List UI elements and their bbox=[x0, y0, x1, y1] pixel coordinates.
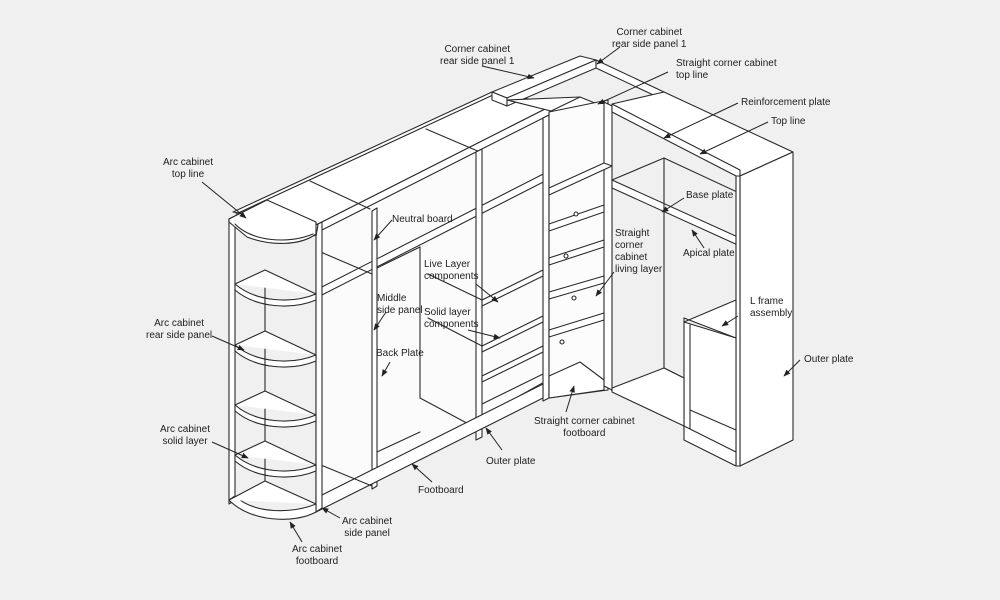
label-reinforcement-plate: Reinforcement plate bbox=[741, 97, 831, 109]
label-line: L frame bbox=[750, 296, 784, 307]
label-arc-solid-layer: Arc cabinet solid layer bbox=[160, 424, 210, 448]
arrow-apical-plate bbox=[691, 229, 705, 249]
label-line: components bbox=[424, 319, 479, 330]
arrow-corner-rear-left bbox=[481, 65, 535, 80]
label-line: solid layer bbox=[162, 436, 208, 447]
label-middle-side-panel: Middle side panel bbox=[377, 293, 423, 317]
label-line: Middle bbox=[377, 293, 407, 304]
label-line: Neutral board bbox=[392, 214, 453, 225]
arrow-top-line bbox=[699, 121, 769, 155]
label-arc-top-line: Arc cabinet top line bbox=[163, 157, 213, 181]
label-line: components bbox=[424, 271, 479, 282]
label-straight-corner-footboard: Straight corner cabinet footboard bbox=[534, 416, 635, 440]
label-line: top line bbox=[171, 169, 205, 180]
label-arc-footboard: Arc cabinet footboard bbox=[292, 544, 342, 568]
label-line: living layer bbox=[615, 264, 663, 275]
label-line: Live Layer bbox=[424, 259, 471, 270]
label-line: Arc cabinet bbox=[163, 157, 214, 168]
arrow-arc-side-panel bbox=[321, 507, 341, 519]
label-base-plate: Base plate bbox=[686, 190, 733, 202]
arrow-footboard bbox=[411, 463, 433, 483]
label-line: Straight corner cabinet bbox=[676, 58, 777, 69]
label-apical-plate: Apical plate bbox=[683, 248, 735, 260]
arrow-base-plate bbox=[661, 197, 685, 213]
label-line: Corner cabinet bbox=[616, 27, 683, 38]
label-line: rear side panel 1 bbox=[612, 39, 687, 50]
label-back-plate: Back Plate bbox=[376, 348, 424, 360]
label-arc-side-panel: Arc cabinet side panel bbox=[342, 516, 392, 540]
label-line: Apical plate bbox=[683, 248, 735, 259]
label-line: Back Plate bbox=[376, 348, 424, 359]
arrow-solid-layer bbox=[467, 329, 501, 340]
label-line: Base plate bbox=[686, 190, 734, 201]
label-straight-corner-living-layer: Straight corner cabinet living layer bbox=[615, 228, 662, 276]
label-line: Straight bbox=[615, 228, 650, 239]
arrow-neutral-board bbox=[373, 219, 393, 241]
label-corner-rear-right: Corner cabinet rear side panel 1 bbox=[612, 27, 687, 51]
label-l-frame: L frame assembly bbox=[750, 296, 792, 320]
label-line: corner bbox=[615, 240, 644, 251]
label-line: Outer plate bbox=[804, 354, 854, 365]
wardrobe-drawing bbox=[228, 55, 794, 520]
arrow-live-layer bbox=[475, 283, 499, 303]
arrow-straight-corner-top-line bbox=[597, 71, 669, 105]
label-line: Top line bbox=[771, 116, 806, 127]
label-line: Footboard bbox=[418, 485, 464, 496]
label-line: Arc cabinet bbox=[154, 318, 205, 329]
arrow-reinforcement-plate bbox=[663, 102, 739, 139]
label-line: top line bbox=[676, 70, 709, 81]
label-line: Solid layer bbox=[424, 307, 471, 318]
arrow-corner-rear-right bbox=[596, 46, 621, 65]
label-line: side panel bbox=[344, 528, 390, 539]
arrow-arc-rear-side-panel bbox=[211, 335, 245, 351]
label-line: cabinet bbox=[615, 252, 648, 263]
label-corner-rear-left: Corner cabinet rear side panel 1 bbox=[440, 44, 515, 68]
label-live-layer: Live Layer components bbox=[424, 259, 478, 283]
arrow-arc-top-line bbox=[201, 181, 247, 219]
arc-cabinet bbox=[228, 199, 319, 520]
label-line: footboard bbox=[295, 556, 339, 567]
label-solid-layer: Solid layer components bbox=[424, 307, 478, 331]
label-footboard: Footboard bbox=[418, 485, 464, 497]
label-line: Outer plate bbox=[486, 456, 536, 467]
label-line: Arc cabinet bbox=[342, 516, 393, 527]
arrow-arc-solid-layer bbox=[211, 441, 249, 459]
arrow-arc-footboard bbox=[289, 521, 303, 543]
right-wardrobe-section bbox=[611, 91, 794, 467]
label-outer-plate-bottom: Outer plate bbox=[486, 456, 535, 468]
label-line: rear side panel 1 bbox=[440, 56, 515, 67]
label-line: rear side panel bbox=[146, 330, 213, 341]
label-line: Reinforcement plate bbox=[741, 97, 831, 108]
arrow-l-frame bbox=[721, 315, 739, 327]
label-arc-rear-side-panel: Arc cabinet rear side panel bbox=[146, 318, 212, 342]
label-line: Arc cabinet bbox=[160, 424, 211, 435]
arrow-outer-plate-bottom bbox=[485, 427, 503, 451]
left-wardrobe-section bbox=[232, 91, 556, 513]
label-line: Straight corner cabinet bbox=[534, 416, 635, 427]
label-line: side panel bbox=[377, 305, 423, 316]
label-line: Arc cabinet bbox=[292, 544, 343, 555]
leader-arrows bbox=[201, 46, 801, 543]
arrow-outer-plate-right bbox=[783, 359, 801, 377]
arrow-back-plate bbox=[381, 361, 391, 377]
label-line: assembly bbox=[750, 308, 793, 319]
label-line: Corner cabinet bbox=[444, 44, 511, 55]
label-line: footboard bbox=[563, 428, 606, 439]
arrow-middle-side-panel bbox=[373, 311, 387, 331]
arrow-straight-corner-footboard bbox=[565, 385, 575, 413]
label-top-line: Top line bbox=[771, 116, 805, 128]
label-neutral-board: Neutral board bbox=[392, 214, 453, 226]
label-outer-plate-right: Outer plate bbox=[804, 354, 853, 366]
corner-cabinet bbox=[491, 55, 665, 399]
arrow-straight-corner-living-layer bbox=[595, 271, 615, 297]
label-straight-corner-top-line: Straight corner cabinet top line bbox=[676, 58, 777, 82]
